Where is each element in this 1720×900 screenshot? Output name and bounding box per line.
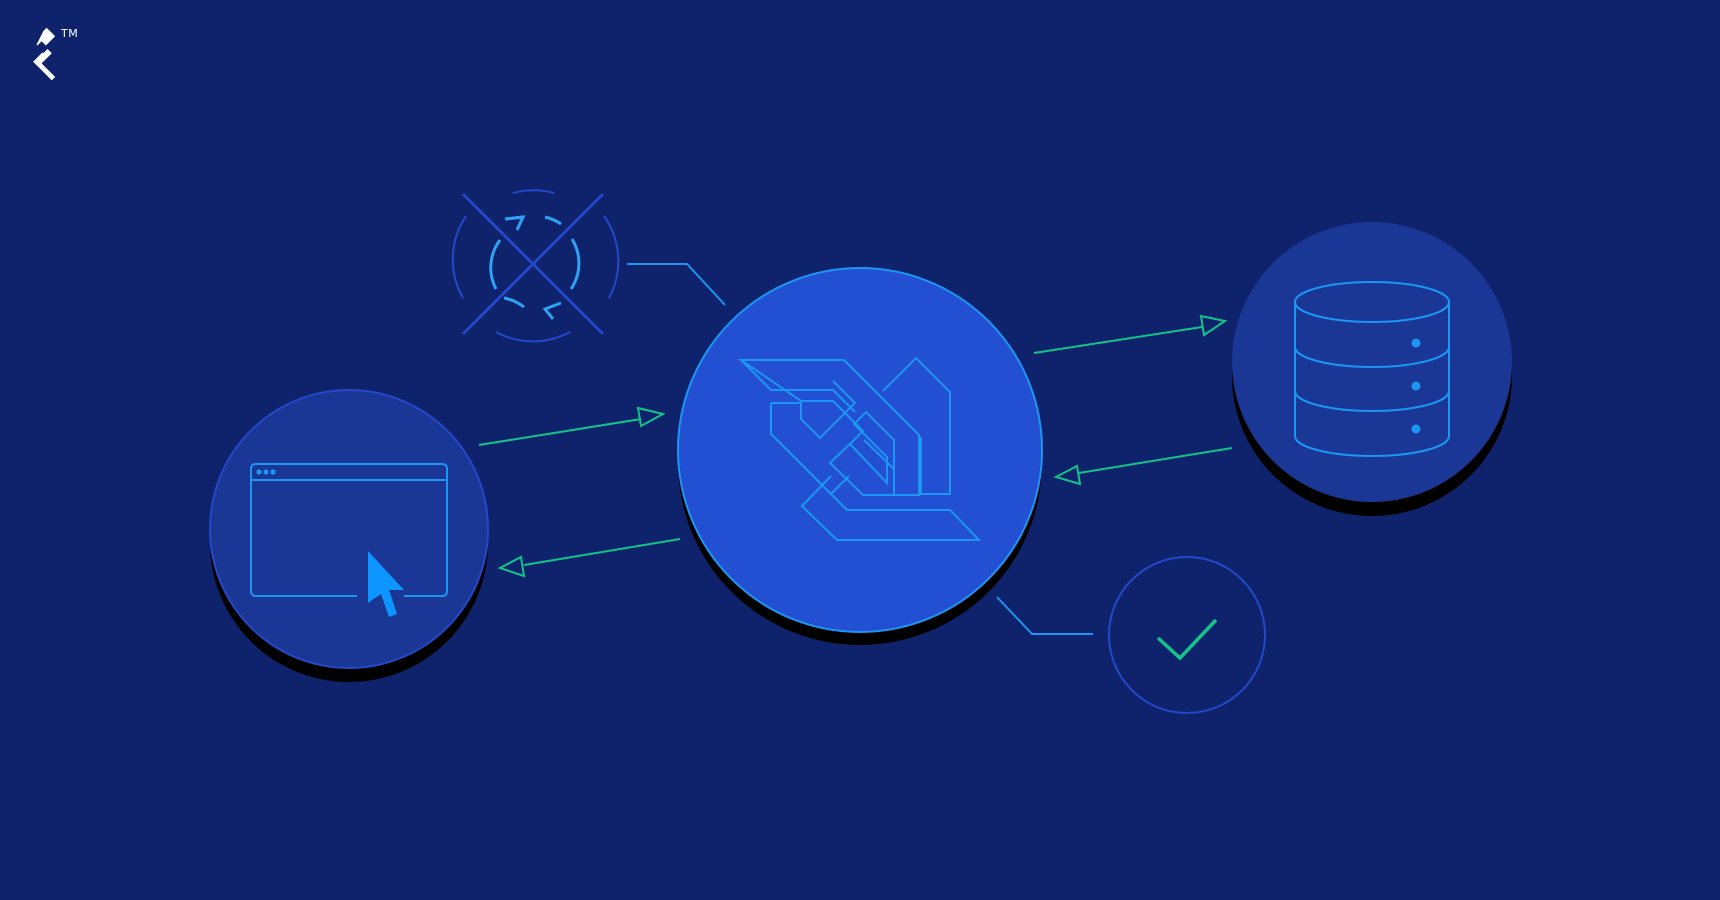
no-refresh-icon xyxy=(451,189,620,343)
websocket-icon xyxy=(737,356,982,541)
node-no-refresh xyxy=(451,189,620,343)
node-database xyxy=(1232,222,1512,516)
arrow-center-to-right xyxy=(1033,314,1228,354)
node-websocket xyxy=(677,267,1043,645)
arrow-left-to-center xyxy=(478,406,666,446)
node-browser xyxy=(209,389,489,682)
arrow-center-to-left xyxy=(497,538,681,578)
checkmark-icon xyxy=(1156,618,1218,661)
connector-center-to-bottom xyxy=(996,596,1093,635)
trademark-mark: TM xyxy=(61,27,79,40)
connector-top-to-center xyxy=(627,263,726,306)
arrow-right-to-center xyxy=(1053,447,1233,486)
node-check xyxy=(1108,556,1266,714)
browser-window-cursor-icon xyxy=(250,463,448,617)
toptal-logo-icon xyxy=(33,27,56,80)
database-icon xyxy=(1294,281,1450,457)
